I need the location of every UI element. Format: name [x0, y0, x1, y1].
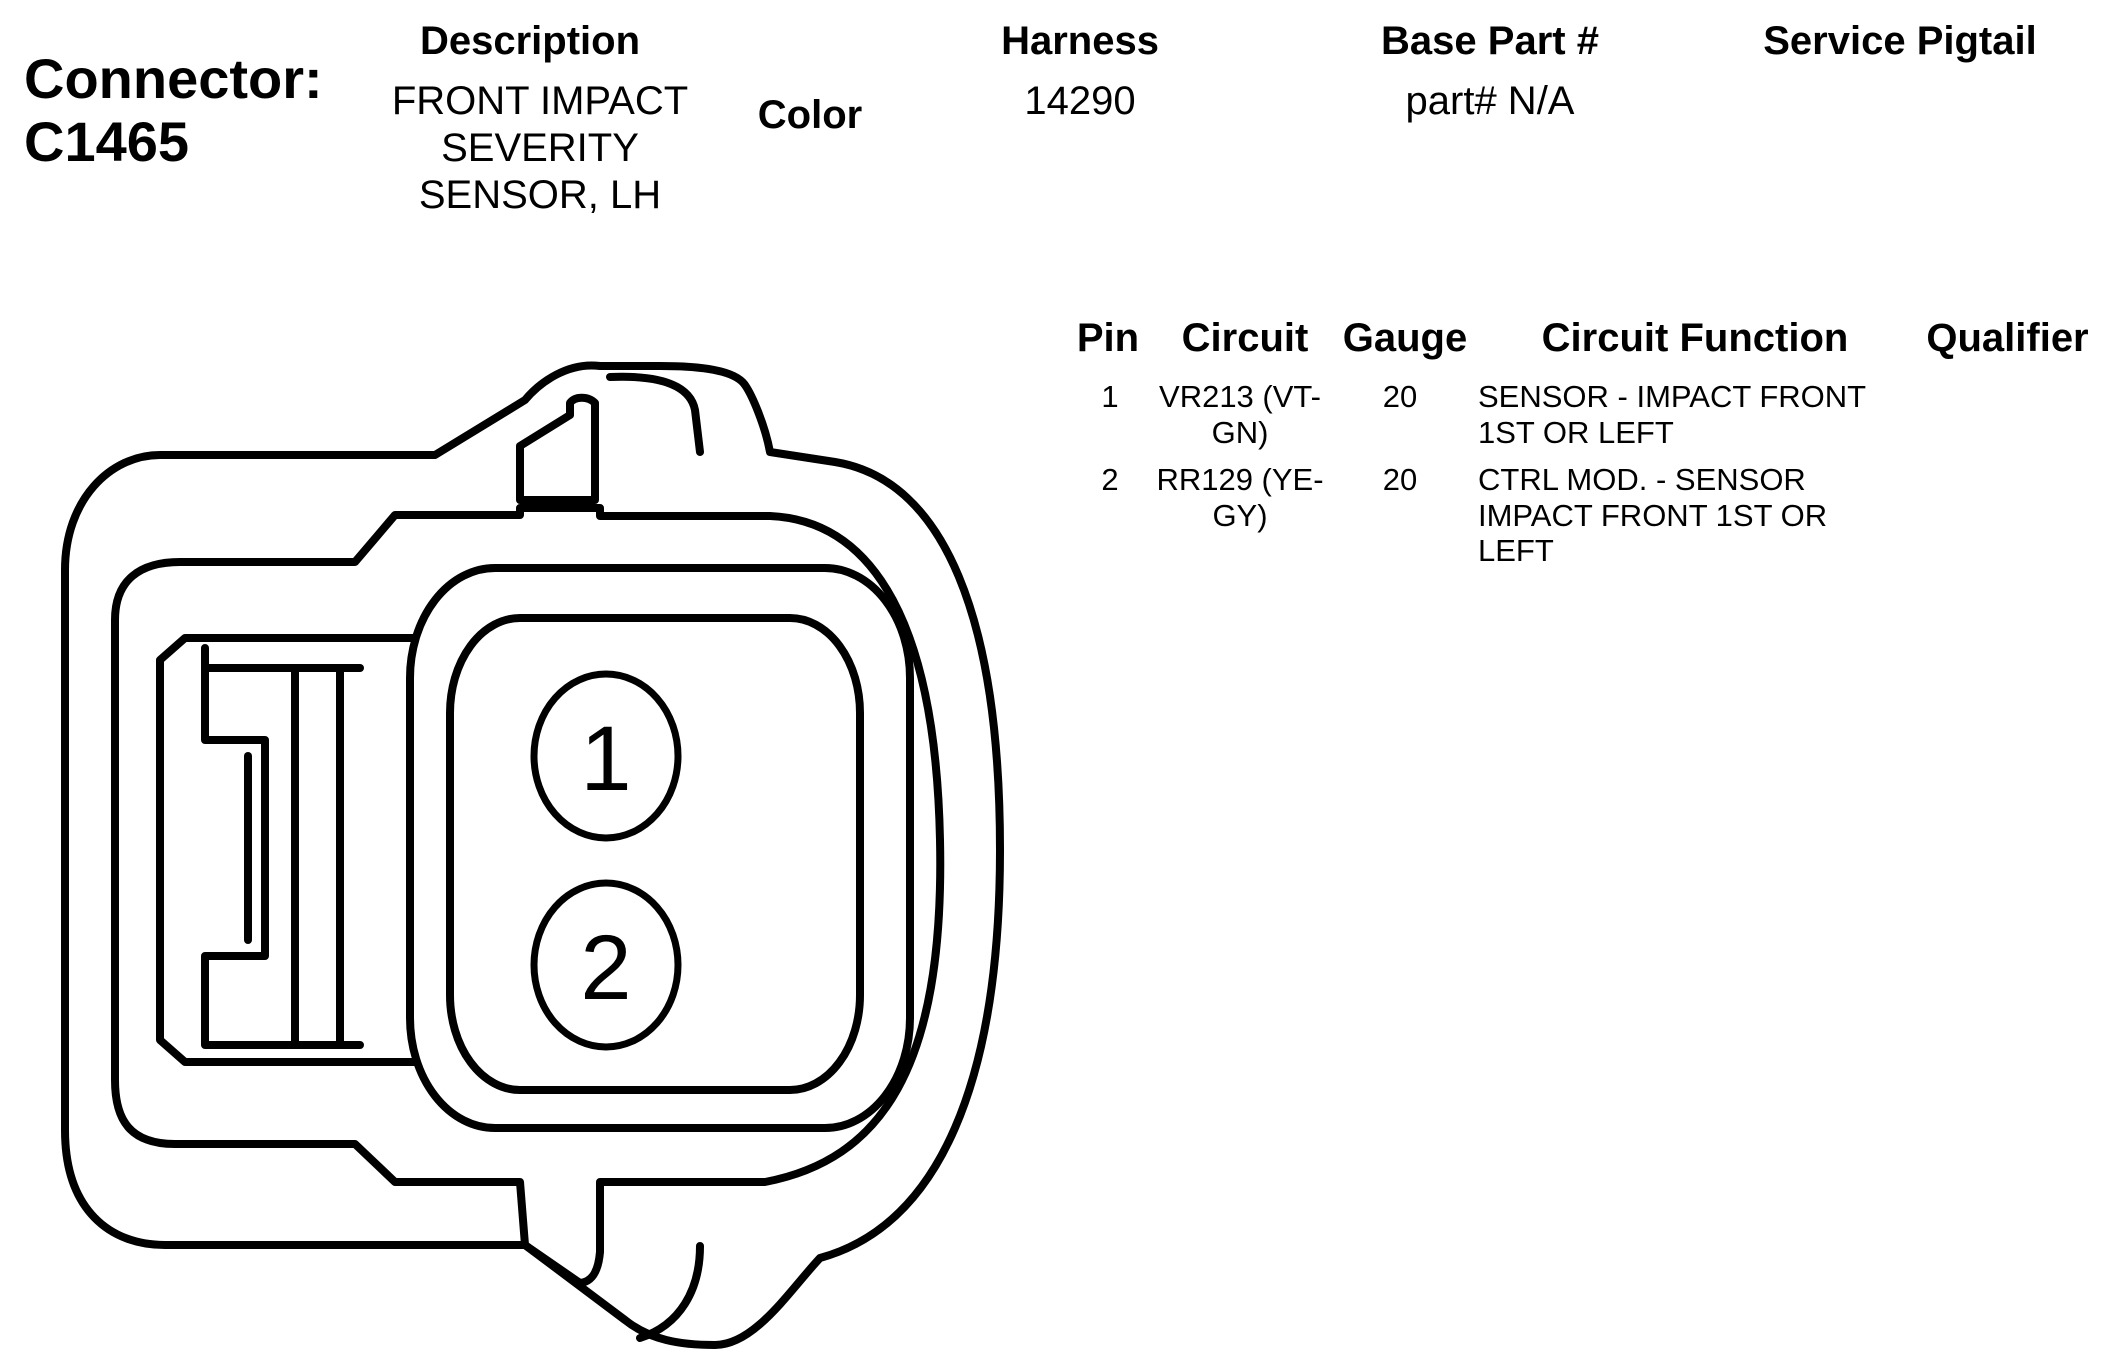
mating-face-outer: [406, 564, 914, 1132]
pin-label-2: 2: [580, 917, 631, 1019]
function-cell: SENSOR - IMPACT FRONT 1ST OR LEFT: [1478, 379, 1898, 450]
latch-side-bracket: [201, 644, 364, 1049]
circuit-line: GY): [1212, 497, 1268, 533]
function-line: LEFT: [1478, 533, 1554, 569]
connector-label: Connector:: [24, 47, 323, 110]
description-line: SENSOR, LH: [418, 173, 662, 218]
pin-cavity-2: [530, 879, 682, 1051]
column-header-circuit-function: Circuit Function: [1541, 316, 1849, 360]
connector-title: Connector: C1465: [24, 47, 323, 173]
pin-cavity-1: [530, 670, 682, 842]
circuit-cell: RR129 (YE- GY): [1150, 462, 1330, 533]
function-cell: CTRL MOD. - SENSOR IMPACT FRONT 1ST OR L…: [1478, 462, 1898, 569]
harness-header: Harness: [1001, 19, 1159, 63]
pin-cell: 1: [1101, 379, 1119, 414]
description-line: SEVERITY: [441, 126, 639, 171]
service-pigtail-header: Service Pigtail: [1763, 19, 2037, 63]
mating-face-inner: [446, 614, 864, 1094]
function-line: IMPACT FRONT 1ST OR: [1478, 497, 1828, 533]
housing-rear-ridge: [636, 1242, 704, 1342]
housing-outer-outline: [61, 361, 1004, 1349]
column-header-qualifier: Qualifier: [1926, 316, 2089, 360]
connector-id: C1465: [24, 109, 190, 173]
column-header-gauge: Gauge: [1342, 316, 1468, 360]
latch-notch-top: [516, 393, 599, 504]
harness-value: 14290: [1024, 79, 1136, 123]
latch-side-outline: [156, 634, 419, 1066]
description-line: FRONT IMPACT: [391, 79, 689, 123]
circuit-line: GN): [1211, 414, 1269, 450]
gauge-cell: 20: [1382, 379, 1418, 414]
base-part-header: Base Part #: [1381, 19, 1599, 63]
color-header: Color: [757, 93, 863, 137]
column-header-circuit: Circuit: [1181, 316, 1309, 360]
circuit-cell: VR213 (VT- GN): [1150, 379, 1330, 450]
pin-cell: 2: [1101, 462, 1119, 497]
function-line: CTRL MOD. - SENSOR: [1478, 462, 1806, 497]
description-value: FRONT IMPACT SEVERITY SENSOR, LH: [360, 78, 720, 220]
function-line: 1ST OR LEFT: [1478, 414, 1674, 450]
housing-inner-outline: [111, 504, 945, 1287]
housing-rear-ridge: [606, 372, 704, 456]
gauge-cell: 20: [1382, 462, 1418, 497]
column-header-pin: Pin: [1076, 316, 1140, 360]
circuit-line: RR129 (YE-: [1156, 462, 1324, 497]
function-line: SENSOR - IMPACT FRONT: [1478, 379, 1867, 414]
description-header: Description: [419, 19, 641, 63]
pin-label-1: 1: [580, 708, 631, 810]
base-part-value: part# N/A: [1405, 79, 1575, 123]
circuit-line: VR213 (VT-: [1159, 379, 1321, 414]
